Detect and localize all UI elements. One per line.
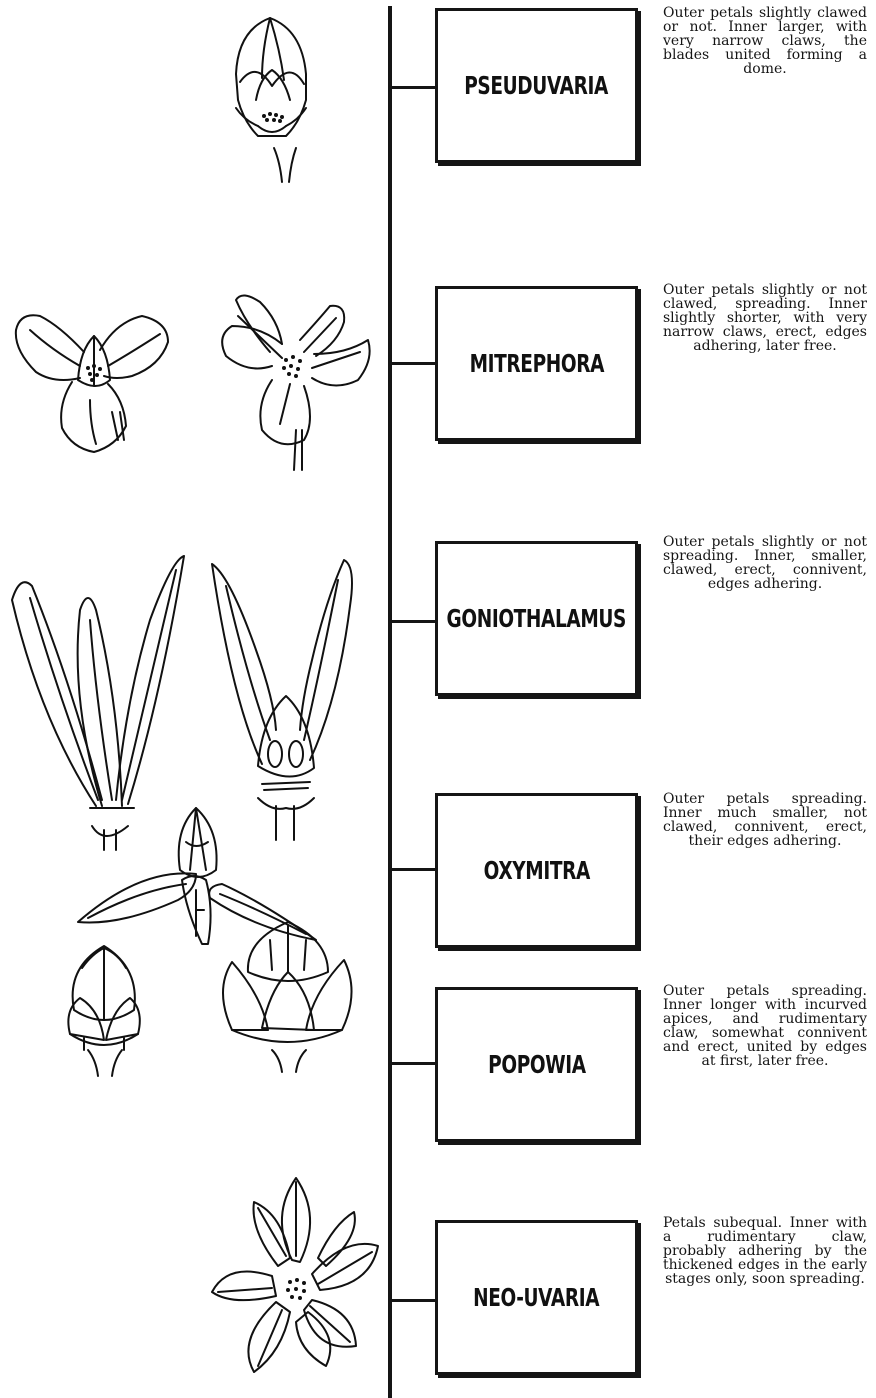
genus-name: NEO-UVARIA <box>473 1283 599 1312</box>
genus-description: Outer petals spread­ing. Inner much smal… <box>663 792 867 848</box>
mitrephora-flower-drawing <box>16 295 370 470</box>
neo-uvaria-flower-drawing <box>212 1178 378 1372</box>
genus-box-pseuduvaria: PSEUDUVARIA <box>435 8 638 163</box>
goniothalamus-flower-drawing <box>12 556 352 850</box>
genus-name: POPOWIA <box>488 1050 586 1079</box>
genus-box-mitrephora: MITREPHORA <box>435 286 638 441</box>
genus-description: Outer petals slightly or not spreading. … <box>663 535 867 591</box>
genus-description: Outer petals slightly or not clawed, spr… <box>663 283 867 353</box>
genus-name: OXYMITRA <box>483 856 589 885</box>
genus-description: Outer petals spread­ing. Inner longer wi… <box>663 984 867 1068</box>
genus-box-popowia: POPOWIA <box>435 987 638 1142</box>
genus-name: PSEUDUVARIA <box>465 71 609 100</box>
connector-line <box>391 362 435 365</box>
genus-box-neo-uvaria: NEO-UVARIA <box>435 1220 638 1375</box>
pseuduvaria-flower-drawing <box>236 18 306 182</box>
connector-line <box>391 620 435 623</box>
genus-box-goniothalamus: GONIOTHALAMUS <box>435 541 638 696</box>
popowia-flower-drawing <box>68 922 351 1076</box>
connector-line <box>391 868 435 871</box>
genus-description: Petals subequal. Inner with a rudimentar… <box>663 1216 867 1286</box>
oxymitra-flower-drawing <box>78 808 316 944</box>
connector-line <box>391 1062 435 1065</box>
genus-description: Outer petals slightly clawed or not. Inn… <box>663 6 867 76</box>
connector-line <box>391 1299 435 1302</box>
central-spine-line <box>388 6 392 1398</box>
connector-line <box>391 86 435 89</box>
genus-box-oxymitra: OXYMITRA <box>435 793 638 948</box>
flower-illustrations <box>0 0 388 1398</box>
genus-name: MITREPHORA <box>469 349 603 378</box>
genus-name: GONIOTHALAMUS <box>447 604 626 633</box>
